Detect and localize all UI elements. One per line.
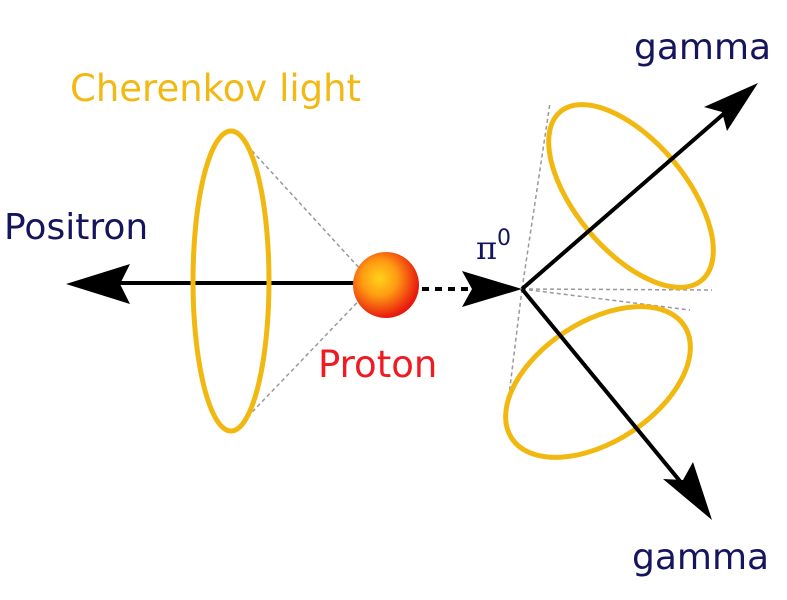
positron-track <box>66 264 355 304</box>
positron-cherenkov-cone <box>232 129 373 433</box>
positron-arrowhead <box>66 264 130 304</box>
pion-label: π0 <box>476 226 512 267</box>
cone-line <box>521 288 713 291</box>
cone-line <box>504 288 523 429</box>
pion-track <box>422 271 522 307</box>
pion-symbol: π <box>476 229 498 267</box>
pion-arrowhead <box>462 271 522 307</box>
cone-line-upper <box>232 129 373 283</box>
cone-line <box>521 288 691 311</box>
cone-line-lower <box>232 286 373 433</box>
cone-line <box>521 102 551 290</box>
gamma-lower-cherenkov-ring <box>503 304 693 460</box>
gamma-top-label: gamma <box>634 27 772 68</box>
positron-cherenkov-ring <box>190 128 272 434</box>
gamma-upper-cherenkov-cone <box>521 102 713 291</box>
proton-label: Proton <box>318 343 438 386</box>
pion-charge: 0 <box>497 226 512 251</box>
cherenkov-light-label: Cherenkov light <box>70 67 362 110</box>
gamma-lower-cherenkov-cone <box>504 288 691 429</box>
gamma-bottom-label: gamma <box>632 537 770 578</box>
positron-label: Positron <box>4 207 149 248</box>
gamma-upper-track <box>520 83 758 291</box>
gamma-upper-arrowhead <box>704 83 758 131</box>
proton-particle <box>353 252 419 318</box>
gamma-lower-track <box>520 287 712 520</box>
gamma-lower-arrowhead <box>663 462 712 520</box>
